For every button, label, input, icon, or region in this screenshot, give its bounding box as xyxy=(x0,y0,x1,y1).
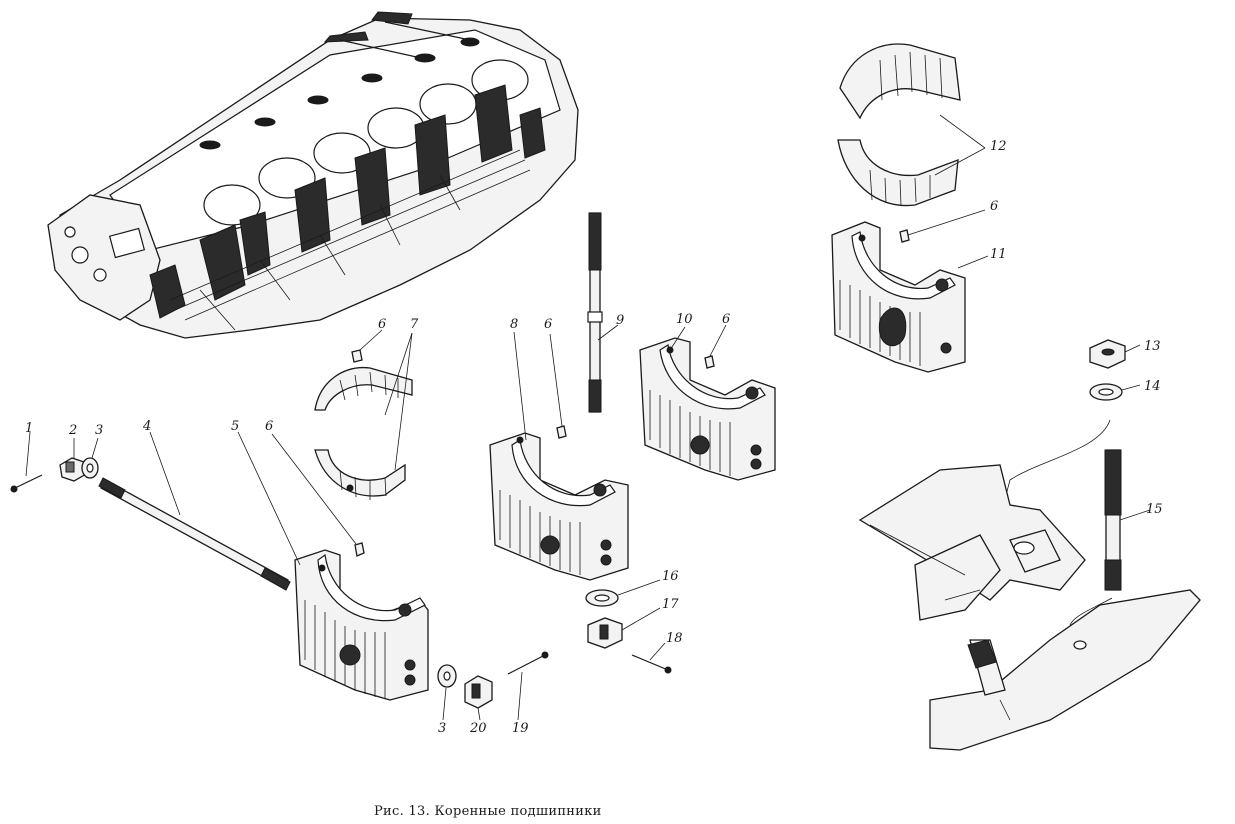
lock-washer-14 xyxy=(1089,383,1123,401)
callout-1: 1 xyxy=(25,421,34,436)
callout-6-lower: 6 xyxy=(265,419,274,434)
callout-15: 15 xyxy=(1146,502,1163,517)
callout-9: 9 xyxy=(616,313,625,328)
dowel-6-top-right xyxy=(899,229,910,243)
callout-10: 10 xyxy=(676,312,693,327)
washer-16 xyxy=(585,589,619,607)
callout-5: 5 xyxy=(231,419,240,434)
callout-6-upper-left: 6 xyxy=(378,317,387,332)
callout-3-bottom: 3 xyxy=(438,721,447,736)
callout-11: 11 xyxy=(990,247,1007,262)
pin-18 xyxy=(631,654,672,674)
bearing-cap-5 xyxy=(294,549,429,701)
callout-4: 4 xyxy=(143,419,152,434)
washer-3-left xyxy=(81,457,99,479)
callout-19: 19 xyxy=(512,721,529,736)
callout-14: 14 xyxy=(1144,379,1161,394)
callout-12: 12 xyxy=(990,139,1007,154)
callout-2: 2 xyxy=(69,423,78,438)
callout-6-middle: 6 xyxy=(544,317,553,332)
stud-9 xyxy=(587,212,603,413)
callout-20: 20 xyxy=(470,721,487,736)
pin-19 xyxy=(507,651,549,675)
bearing-cap-11 xyxy=(831,221,966,373)
bearing-cap-8 xyxy=(489,432,629,581)
dowel-6-middle xyxy=(556,425,567,439)
castle-nut-20 xyxy=(464,675,493,709)
castle-nut-17 xyxy=(587,617,623,649)
block-section-detail xyxy=(858,464,1201,751)
engine-block xyxy=(47,11,579,339)
callout-18: 18 xyxy=(666,631,683,646)
figure-caption: Рис. 13. Коренные подшипники xyxy=(374,804,602,819)
callout-17: 17 xyxy=(662,597,679,612)
callout-8: 8 xyxy=(510,317,519,332)
stud-15 xyxy=(1104,449,1122,591)
callout-6-top-right: 6 xyxy=(990,199,999,214)
bearing-shells-7 xyxy=(314,366,413,500)
callout-16: 16 xyxy=(662,569,679,584)
pin-1 xyxy=(10,474,43,493)
callout-6-rear: 6 xyxy=(722,312,731,327)
tie-bolt-4 xyxy=(98,477,291,591)
dowel-6-lower xyxy=(354,542,365,557)
dowel-6-upper-left xyxy=(351,349,363,363)
washer-3-bottom xyxy=(437,664,457,688)
bearing-cap-10 xyxy=(639,337,776,481)
callout-13: 13 xyxy=(1144,339,1161,354)
bearing-shells-12 xyxy=(837,43,961,207)
callout-7: 7 xyxy=(410,317,419,332)
nut-13 xyxy=(1089,339,1126,369)
dowel-6-rear xyxy=(704,355,715,369)
callout-3-left: 3 xyxy=(95,423,104,438)
